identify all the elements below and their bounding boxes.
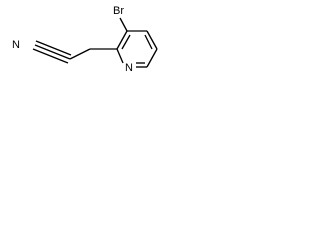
bond-ring-c4-c5-inner xyxy=(144,34,153,50)
atom-label-n-ring: N xyxy=(125,62,133,74)
bond-triple-2 xyxy=(35,40,72,56)
structure-canvas: Br N N xyxy=(0,0,185,98)
atom-label-n-nitrile: N xyxy=(12,39,20,51)
bond-ring-c5-c6 xyxy=(146,48,158,68)
bond-ring-c2-c3-inner xyxy=(121,34,131,50)
bond-ring-n1-c2 xyxy=(116,48,124,64)
bond-ch2-cn xyxy=(69,48,91,60)
bond-c3-br xyxy=(119,17,128,32)
bond-ring-c2-c3 xyxy=(116,30,128,50)
bond-triple-3 xyxy=(32,48,69,64)
atom-label-br: Br xyxy=(113,5,124,17)
bond-ring-c4-c5 xyxy=(146,30,158,50)
molecule-diagram: Br N N xyxy=(12,5,158,74)
bond-triple-1 xyxy=(34,44,71,60)
